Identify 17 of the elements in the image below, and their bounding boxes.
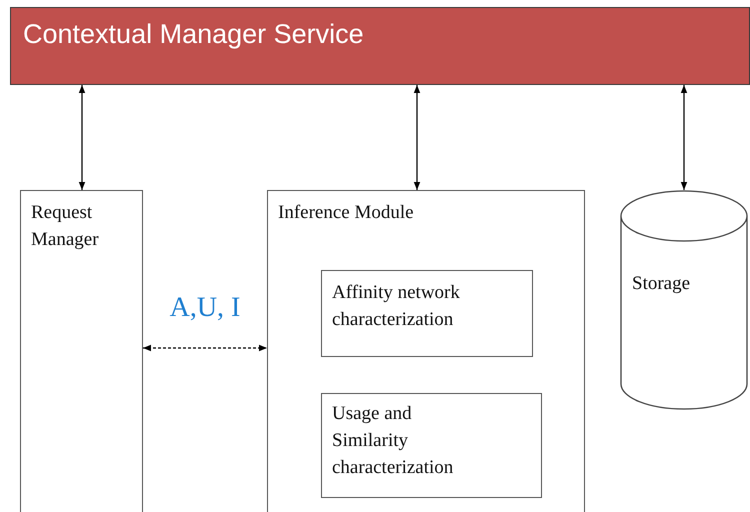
module-box — [267, 190, 585, 512]
node-label: Inference Module — [278, 201, 415, 225]
service-banner — [10, 7, 750, 85]
edge-label: A,U, I — [168, 294, 242, 322]
module-box — [20, 190, 143, 512]
node-label: Storage — [632, 272, 690, 296]
module-box — [321, 393, 542, 498]
node-label: Contextual Manager Service — [23, 18, 365, 51]
arrow — [78, 85, 86, 190]
node-label: Request Manager — [31, 201, 100, 252]
dashed-arrow — [143, 344, 267, 352]
arrow — [680, 85, 688, 190]
node-label: Usage and Similarity characterization — [332, 402, 454, 480]
arrow — [414, 85, 420, 190]
module-box — [321, 270, 533, 357]
node-label: Affinity network characterization — [332, 281, 461, 332]
storage-cylinder — [620, 190, 748, 410]
